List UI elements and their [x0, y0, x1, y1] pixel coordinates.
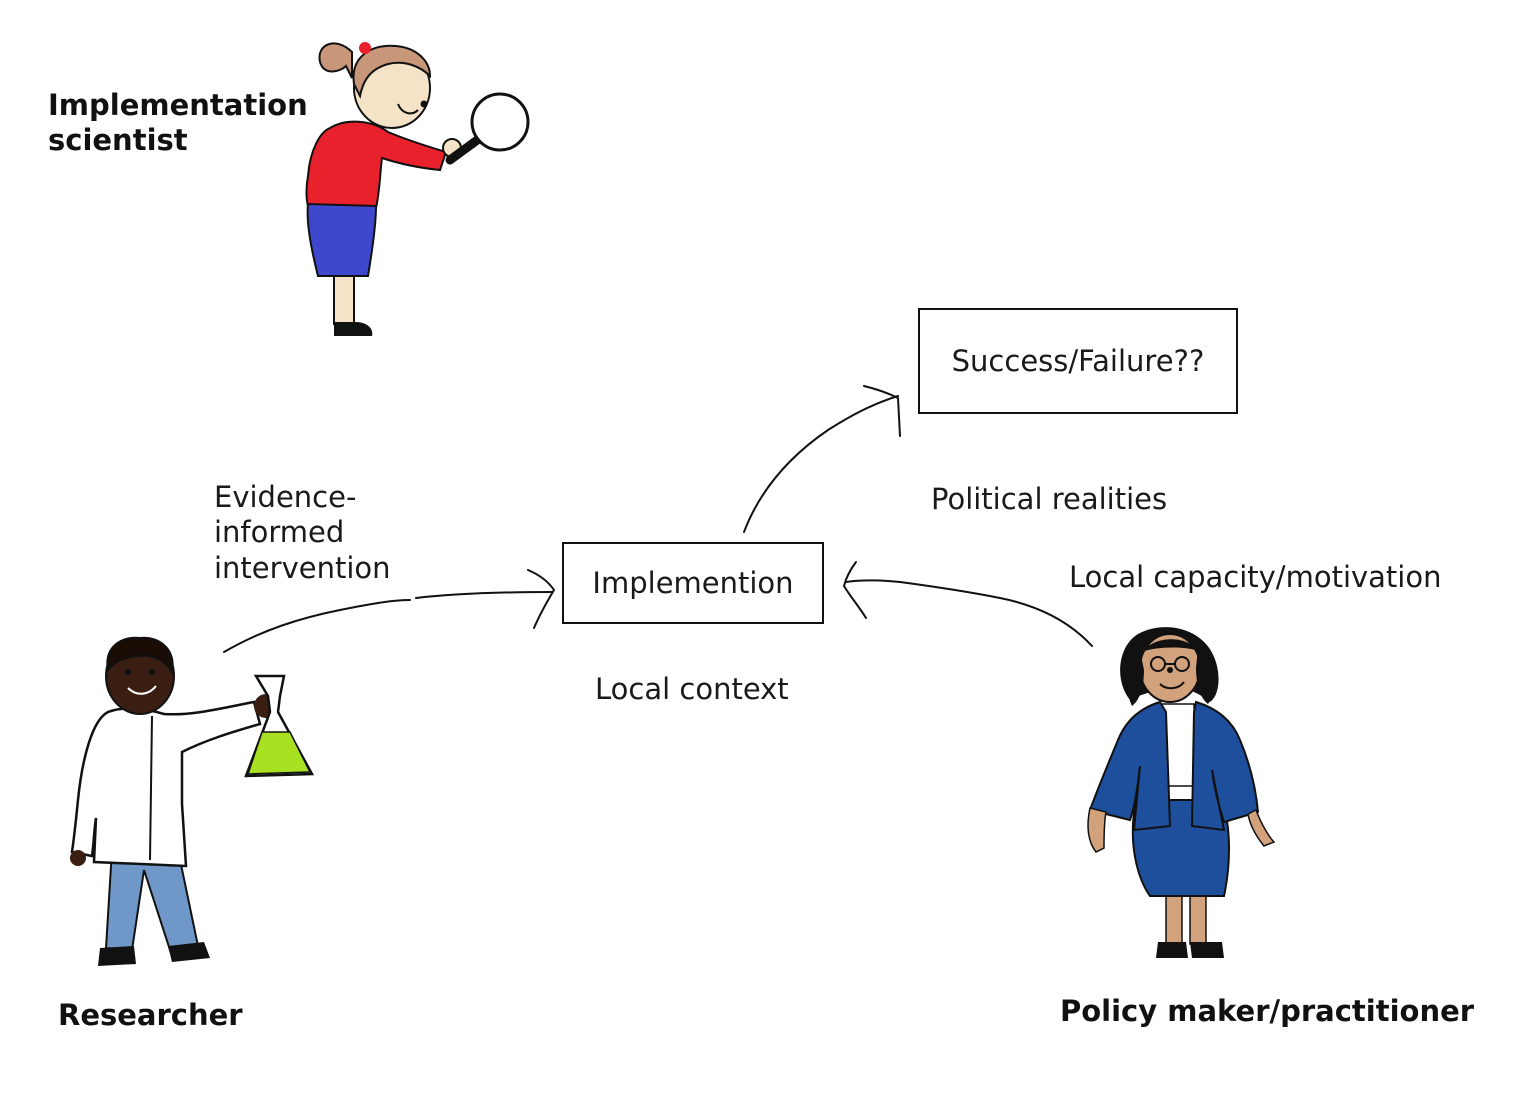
scientist-hair [318, 42, 353, 79]
policy-maker-label: Policy maker/practitioner [1060, 994, 1475, 1028]
implementation-scientist-label: Implementation scientist [48, 88, 308, 159]
outcome-box-label: Success/Failure?? [951, 344, 1205, 378]
arrow-evidence-to-implementation [223, 569, 555, 653]
political-realities-label: Political realities [931, 482, 1168, 516]
implementation-scientist-figure [305, 42, 462, 336]
evidence-label-line1: Evidence- [214, 480, 357, 514]
arrow-implementation-to-outcome [743, 385, 901, 533]
flask-icon [244, 674, 315, 778]
researcher-lab-coat [70, 700, 262, 868]
policy-maker-figure [1087, 627, 1276, 958]
evidence-label-line2: informed [214, 515, 345, 550]
policy-maker-jacket [1088, 700, 1172, 832]
scientist-hair-top [352, 44, 432, 100]
implementation-box-label: Implemention [592, 566, 794, 600]
implementation-scientist-label-line1: Implementation [48, 88, 308, 122]
arrow-policy-to-implementation [843, 561, 1093, 647]
implementation-box: Implemention [562, 542, 824, 624]
implementation-scientist-label-line2: scientist [48, 123, 188, 158]
scientist-hair-bow [359, 42, 371, 54]
local-capacity-label: Local capacity/motivation [1069, 560, 1442, 594]
magnifying-glass-icon [445, 92, 530, 165]
evidence-informed-intervention-label: Evidence- informed intervention [214, 480, 391, 586]
scientist-skirt [306, 202, 378, 277]
evidence-label-line3: intervention [214, 550, 391, 585]
researcher-label: Researcher [58, 998, 243, 1032]
researcher-figure [70, 636, 278, 966]
outcome-box: Success/Failure?? [918, 308, 1238, 414]
scientist-shirt [305, 120, 448, 210]
glasses-icon [1150, 656, 1190, 673]
local-context-label: Local context [595, 672, 789, 706]
